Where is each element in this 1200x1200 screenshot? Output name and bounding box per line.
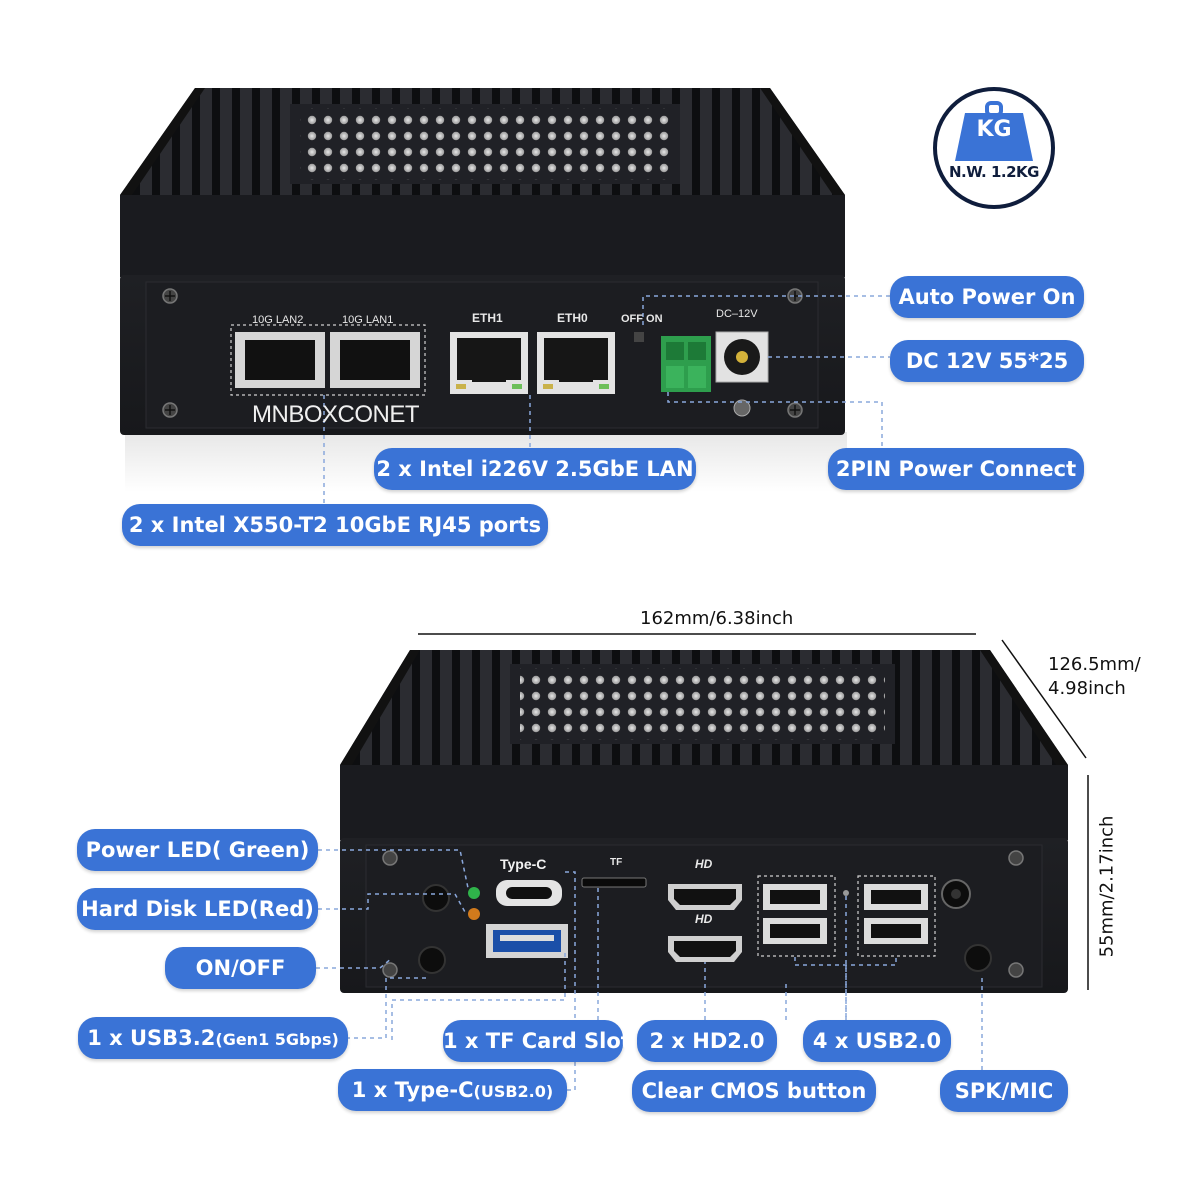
brand-logo: MNBOXCONET (252, 401, 420, 428)
callout-type-c-sub: (USB2.0) (473, 1082, 554, 1101)
callout-usb20: 4 x USB2.0 (803, 1020, 951, 1062)
callout-auto-power-on: Auto Power On (890, 276, 1084, 318)
callout-spk-mic: SPK/MIC (940, 1070, 1068, 1112)
label-tf: TF (610, 857, 623, 868)
rj45-10g-ports (235, 332, 420, 388)
dc-jack (715, 331, 769, 383)
callout-usb32-sub: (Gen1 5Gbps) (215, 1030, 339, 1049)
label-type-c: Type-C (500, 856, 547, 872)
callout-usb32-main: 1 x USB3.2 (87, 1026, 216, 1050)
label-eth0: ETH0 (557, 311, 588, 325)
callout-hd: 2 x HD2.0 (637, 1020, 777, 1062)
callout-usb32: 1 x USB3.2(Gen1 5Gbps) (78, 1017, 348, 1059)
callout-dc-12v: DC 12V 55*25 (890, 340, 1084, 382)
callout-2-5gbe-lan: 2 x Intel i226V 2.5GbE LAN (374, 448, 696, 490)
front-unit (316, 633, 1089, 1091)
callout-2pin-power: 2PIN Power Connect (828, 448, 1084, 490)
dimension-height: 55mm/2.17inch (1096, 815, 1118, 958)
callout-power-led: Power LED( Green) (77, 829, 318, 871)
weight-text: N.W. 1.2KG (948, 163, 1040, 181)
label-off-on: OFF ON (621, 313, 663, 325)
callout-type-c: 1 x Type-C(USB2.0) (338, 1069, 567, 1111)
label-dc-12v: DC–12V (716, 308, 758, 320)
label-hd-bottom: HD (695, 912, 713, 926)
label-10g-lan2: 10G LAN2 (252, 314, 304, 326)
weight-unit: KG (976, 117, 1012, 142)
dimension-depth-line1: 126.5mm/ (1048, 654, 1141, 675)
callout-hdd-led: Hard Disk LED(Red) (77, 888, 318, 930)
callout-clear-cmos: Clear CMOS button (632, 1070, 876, 1112)
rear-unit (120, 88, 890, 505)
power-terminal (661, 336, 711, 392)
dimension-depth-line2: 4.98inch (1048, 678, 1126, 699)
label-hd-top: HD (695, 857, 713, 871)
callout-10gbe-ports: 2 x Intel X550-T2 10GbE RJ45 ports (122, 504, 548, 546)
label-10g-lan1: 10G LAN1 (342, 314, 394, 326)
label-eth1: ETH1 (472, 311, 503, 325)
weight-badge: KG N.W. 1.2KG (933, 87, 1055, 209)
callout-on-off: ON/OFF (165, 947, 316, 989)
callout-tf-card: 1 x TF Card Slot (443, 1020, 631, 1062)
dimension-width: 162mm/6.38inch (640, 608, 794, 629)
callout-type-c-main: 1 x Type-C (351, 1078, 474, 1102)
rj45-2-5g-ports (450, 332, 615, 394)
weight-icon (955, 101, 1033, 161)
